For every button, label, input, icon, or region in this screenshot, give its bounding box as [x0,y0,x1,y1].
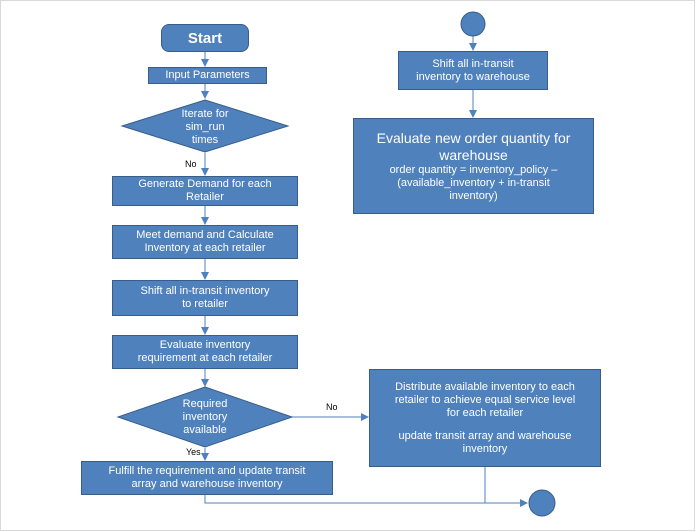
start-terminal: Start [161,24,249,52]
generate-line-1: Generate Demand for each [138,178,272,190]
required-yes-label: Yes [186,447,201,457]
shift-retailer-line-1: Shift all in-transit inventory [140,285,270,297]
required-line-2: inventory [182,410,228,423]
input-parameters-box: Input Parameters [148,67,267,84]
evaluate-req-line-1: Evaluate inventory [159,339,251,351]
update-line-2: inventory [462,442,508,455]
evaluate-order-formula-1: order quantity = inventory_policy – [389,163,558,176]
input-parameters-label: Input Parameters [165,69,250,81]
distribute-line-2: retailer to achieve equal service level [394,393,576,406]
top-connector-circle [460,11,486,37]
shift-warehouse-line-2: inventory to warehouse [416,70,530,83]
required-no-label: No [326,402,338,412]
distribute-line-1: Distribute available inventory to each [395,380,575,393]
fulfill-line-2: array and warehouse inventory [131,478,283,490]
fulfill-line-1: Fulfill the requirement and update trans… [108,465,306,477]
end-connector-circle [528,489,556,517]
evaluate-requirement-box: Evaluate inventory requirement at each r… [112,335,298,369]
update-line-1: update transit array and warehouse [398,429,572,442]
shift-warehouse-line-1: Shift all in-transit [432,57,514,70]
evaluate-order-title-2: warehouse [439,146,508,163]
generate-demand-box: Generate Demand for each Retailer [112,176,298,206]
required-line-1: Required [182,397,228,410]
start-label: Start [187,29,223,47]
shift-retailer-box: Shift all in-transit inventory to retail… [112,280,298,316]
distribute-line-3: for each retailer [446,406,524,419]
iterate-text: Iterate for sim_run times [150,104,260,150]
shift-retailer-line-2: to retailer [182,298,228,310]
arrow-fulfill-end [204,495,528,507]
evaluate-order-formula-2: (available_inventory + in-transit [397,176,550,189]
iterate-line-1: Iterate for [181,107,229,120]
required-text: Required inventory available [155,393,255,441]
evaluate-order-formula-3: inventory) [449,189,498,202]
iterate-diamond [120,99,290,153]
meet-line-1: Meet demand and Calculate [136,229,274,241]
required-line-3: available [183,423,227,436]
shift-warehouse-box: Shift all in-transit inventory to wareho… [398,51,548,90]
evaluate-order-box: Evaluate new order quantity for warehous… [353,118,594,214]
fulfill-requirement-box: Fulfill the requirement and update trans… [81,461,333,495]
iterate-no-label: No [185,159,197,169]
meet-line-2: Inventory at each retailer [144,242,266,254]
evaluate-req-line-2: requirement at each retailer [137,352,273,364]
iterate-line-2: sim_run [185,120,225,133]
generate-line-2: Retailer [186,191,224,203]
iterate-line-3: times [191,133,219,146]
meet-demand-box: Meet demand and Calculate Inventory at e… [112,225,298,259]
required-diamond [116,386,294,448]
distribute-inventory-box: Distribute available inventory to each r… [369,369,601,467]
evaluate-order-title-1: Evaluate new order quantity for [376,129,571,146]
